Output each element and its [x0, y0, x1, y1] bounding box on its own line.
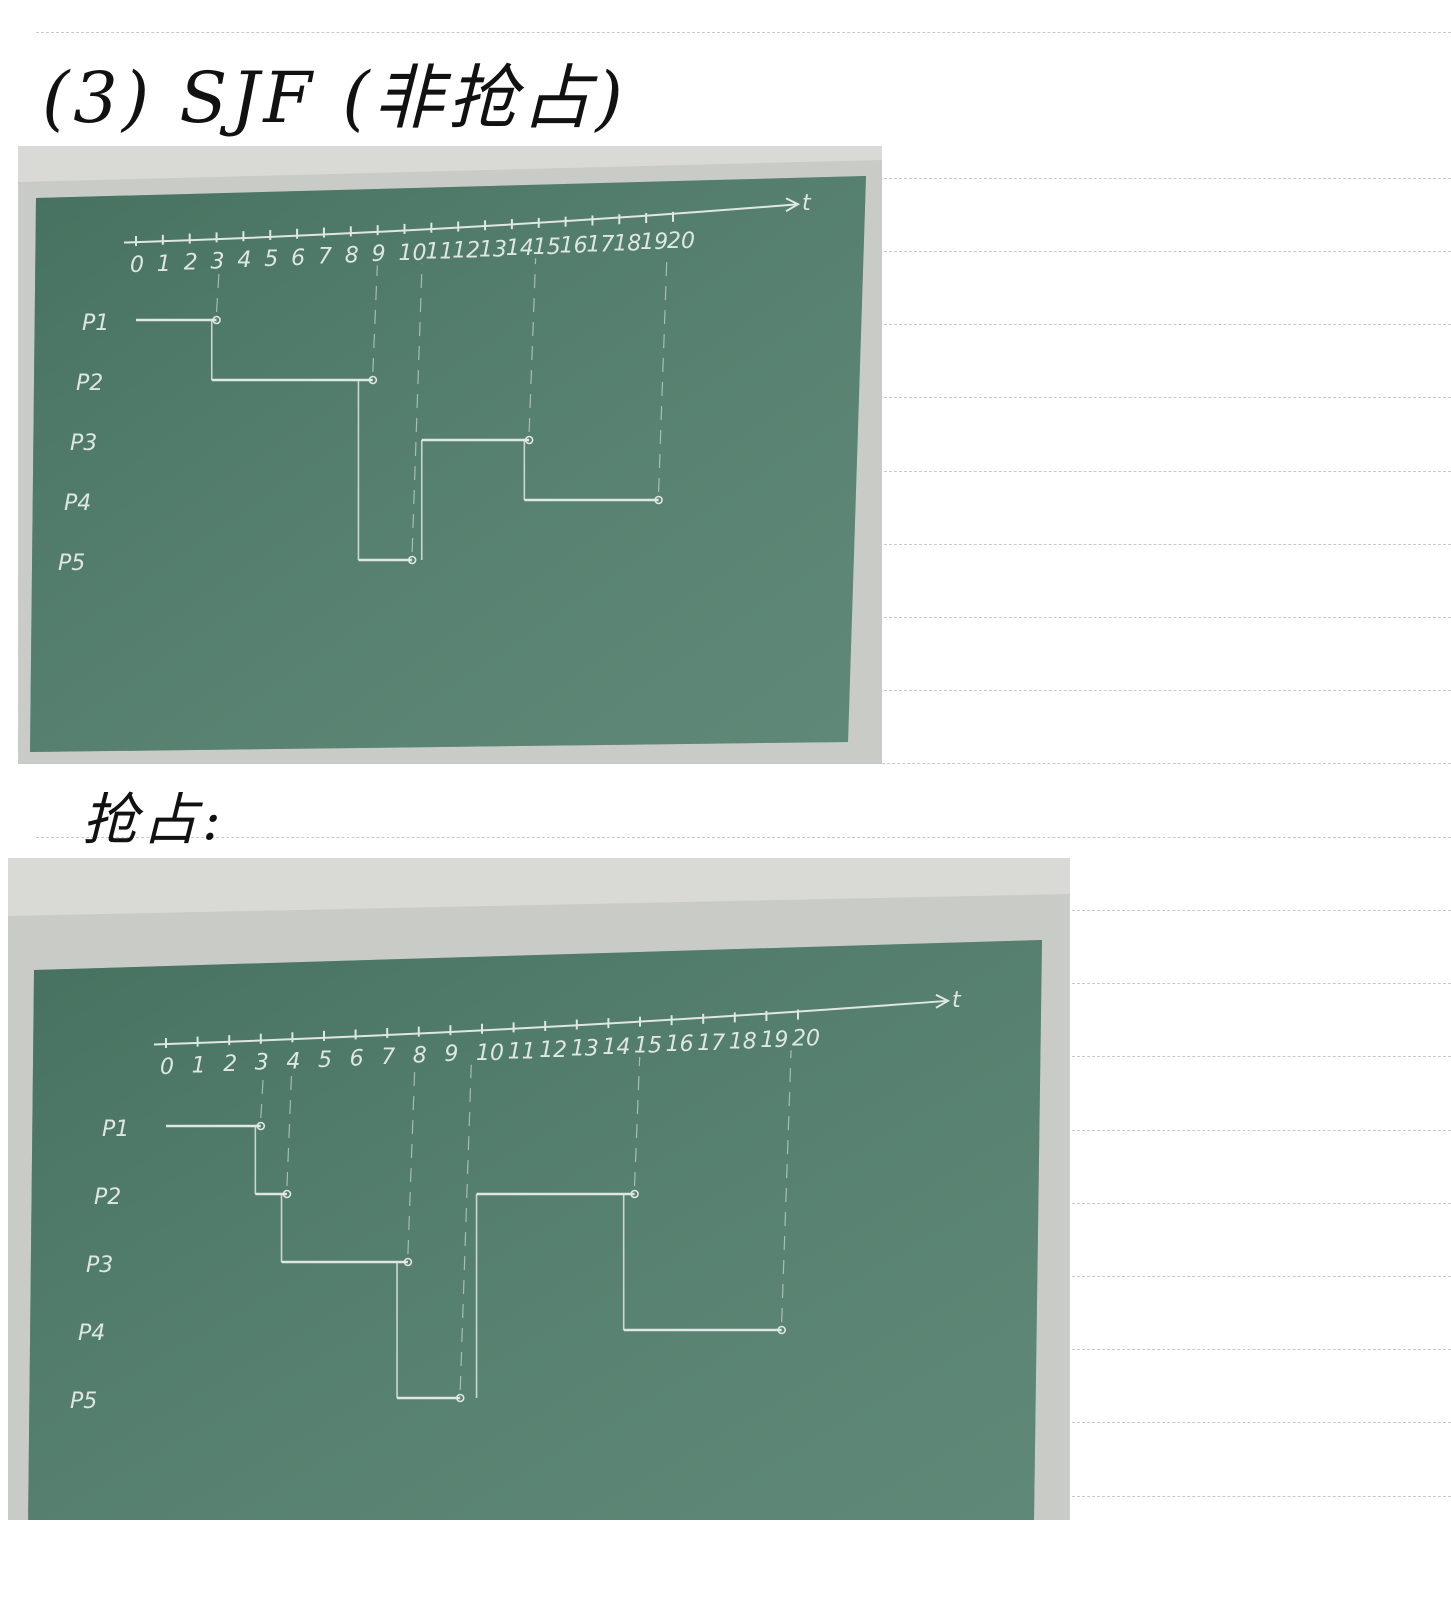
tick-label: 16	[666, 1032, 694, 1057]
row-label-p5: P5	[70, 1389, 97, 1414]
time-axis	[123, 203, 799, 244]
time-guide	[407, 1067, 416, 1255]
tick-label: 15	[533, 235, 561, 260]
tick-label: 7	[318, 245, 332, 270]
time-axis	[153, 999, 949, 1046]
axis-label: t	[802, 191, 812, 216]
tick-label: 15	[634, 1034, 662, 1059]
row-label-p2: P2	[94, 1185, 121, 1210]
time-guide	[459, 1064, 472, 1391]
page-heading: (3) SJF (非抢占)	[42, 57, 627, 139]
segment-end-marker	[212, 315, 221, 325]
tick-label: 2	[184, 251, 198, 276]
segment-end-marker	[524, 435, 534, 445]
axis-label: t	[952, 988, 962, 1013]
axis-arrow-icon	[785, 197, 801, 213]
time-guide	[286, 1072, 293, 1187]
tick-label: 5	[264, 247, 278, 272]
tick-label: 8	[345, 243, 359, 268]
segment-end-marker	[654, 495, 663, 505]
tick-label: 12	[452, 239, 480, 264]
tick-label: 11	[425, 240, 453, 265]
tick-label: 5	[318, 1048, 332, 1073]
tick-label: 17	[697, 1031, 725, 1056]
tick-label: 6	[291, 246, 305, 271]
time-guide	[260, 1073, 264, 1119]
time-guide	[215, 272, 220, 313]
time-guide	[658, 252, 668, 493]
segment-end-marker	[282, 1189, 292, 1199]
tick-label: 19	[640, 230, 668, 255]
segment-end-marker	[256, 1121, 266, 1131]
tick-label: 13	[571, 1037, 599, 1062]
tick-label: 13	[479, 237, 507, 262]
row-label-p1: P1	[102, 1117, 129, 1142]
tick-label: 4	[286, 1049, 300, 1074]
tick-label: 9	[444, 1042, 458, 1067]
tick-label: 11	[508, 1039, 536, 1064]
segment-end-marker	[403, 1257, 413, 1267]
tick-label: 18	[729, 1029, 757, 1054]
tick-label: 17	[586, 232, 614, 257]
tick-label: 18	[613, 231, 641, 256]
tick-label: 16	[560, 234, 588, 259]
tick-label: 3	[255, 1051, 269, 1076]
row-label-p4: P4	[64, 491, 91, 516]
row-label-p4: P4	[78, 1321, 105, 1346]
tick-label: 12	[539, 1038, 567, 1063]
tick-label: 2	[223, 1052, 237, 1077]
tick-label: 20	[792, 1027, 820, 1052]
row-label-p3: P3	[70, 431, 97, 456]
time-guide	[372, 265, 378, 373]
tick-label: 0	[160, 1055, 174, 1080]
axis-arrow-icon	[935, 993, 951, 1009]
time-guide	[633, 1056, 641, 1187]
tick-label: 14	[602, 1035, 630, 1060]
tick-label: 6	[350, 1046, 364, 1071]
tick-label: 8	[413, 1044, 427, 1069]
time-guide	[411, 263, 423, 553]
tick-label: 4	[237, 248, 251, 273]
segment-end-marker	[407, 555, 417, 565]
tick-label: 3	[211, 249, 225, 274]
tick-label: 14	[506, 236, 534, 261]
time-guide	[528, 258, 537, 433]
tick-label: 1	[157, 252, 171, 277]
section-subheading: 抢占:	[82, 788, 225, 853]
row-label-p3: P3	[86, 1253, 113, 1278]
tick-label: 19	[760, 1028, 788, 1053]
segment-end-marker	[777, 1325, 786, 1335]
row-label-p1: P1	[82, 311, 109, 336]
time-guide	[781, 1050, 792, 1323]
segment-end-marker	[630, 1189, 639, 1199]
segment-end-marker	[455, 1393, 465, 1403]
tick-label: 9	[372, 242, 386, 267]
row-label-p5: P5	[58, 551, 85, 576]
tick-label: 10	[399, 241, 427, 266]
segment-end-marker	[368, 375, 378, 385]
tick-label: 1	[192, 1054, 206, 1079]
tick-label: 10	[476, 1041, 504, 1066]
tick-label: 20	[667, 229, 695, 254]
row-label-p2: P2	[76, 371, 103, 396]
tick-label: 0	[130, 253, 144, 278]
tick-label: 7	[381, 1045, 395, 1070]
